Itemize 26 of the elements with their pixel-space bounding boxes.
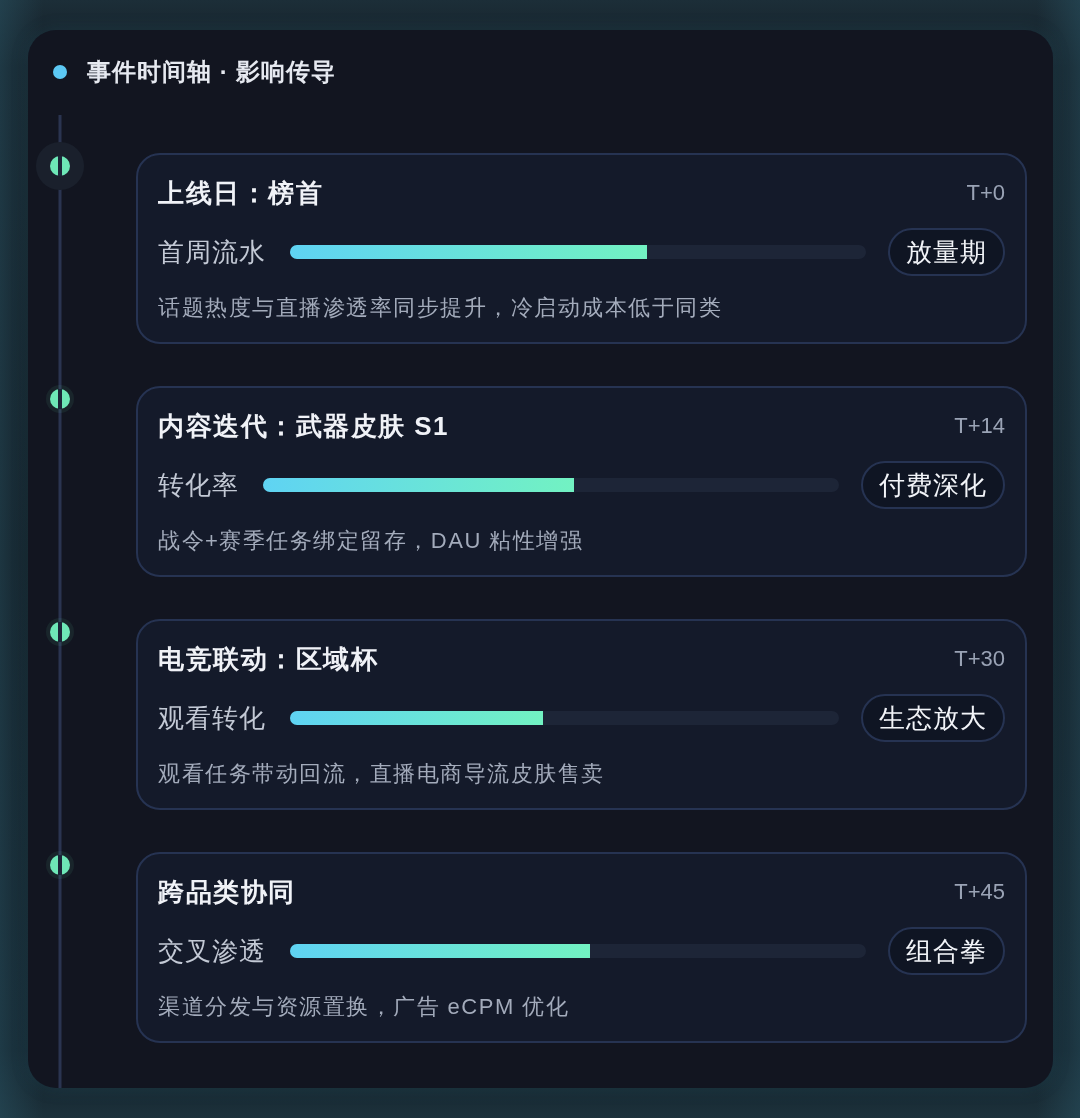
tag-badge: 付费深化 bbox=[861, 461, 1005, 509]
event-card bbox=[136, 619, 1027, 810]
event-card bbox=[136, 153, 1027, 344]
time-label: T+14 bbox=[954, 412, 1005, 440]
description: 观看任务带动回流，直播电商导流皮肤售卖 bbox=[158, 760, 605, 788]
timeline-panel bbox=[28, 30, 1053, 1088]
metric-label: 首周流水 bbox=[158, 236, 266, 269]
card-title: 上线日：榜首 bbox=[158, 177, 323, 210]
description: 话题热度与直播渗透率同步提升，冷启动成本低于同类 bbox=[158, 294, 722, 322]
metric-label: 交叉渗透 bbox=[158, 935, 266, 968]
description: 渠道分发与资源置换，广告 eCPM 优化 bbox=[158, 993, 570, 1021]
event-card bbox=[136, 386, 1027, 577]
time-label: T+30 bbox=[954, 645, 1005, 673]
card-title: 内容迭代：武器皮肤 S1 bbox=[158, 410, 450, 443]
card-title: 跨品类协同 bbox=[158, 876, 296, 909]
description: 战令+赛季任务绑定留存，DAU 粘性增强 bbox=[158, 527, 584, 555]
tag-badge: 生态放大 bbox=[861, 694, 1005, 742]
time-label: T+45 bbox=[954, 878, 1005, 906]
tag-badge: 放量期 bbox=[888, 228, 1005, 276]
metric-label: 转化率 bbox=[158, 469, 239, 502]
event-card bbox=[136, 852, 1027, 1043]
panel-title: 事件时间轴 · 影响传导 bbox=[87, 57, 337, 87]
tag-badge: 组合拳 bbox=[888, 927, 1005, 975]
card-title: 电竞联动：区域杯 bbox=[158, 643, 378, 676]
time-label: T+0 bbox=[966, 179, 1005, 207]
metric-label: 观看转化 bbox=[158, 702, 266, 735]
